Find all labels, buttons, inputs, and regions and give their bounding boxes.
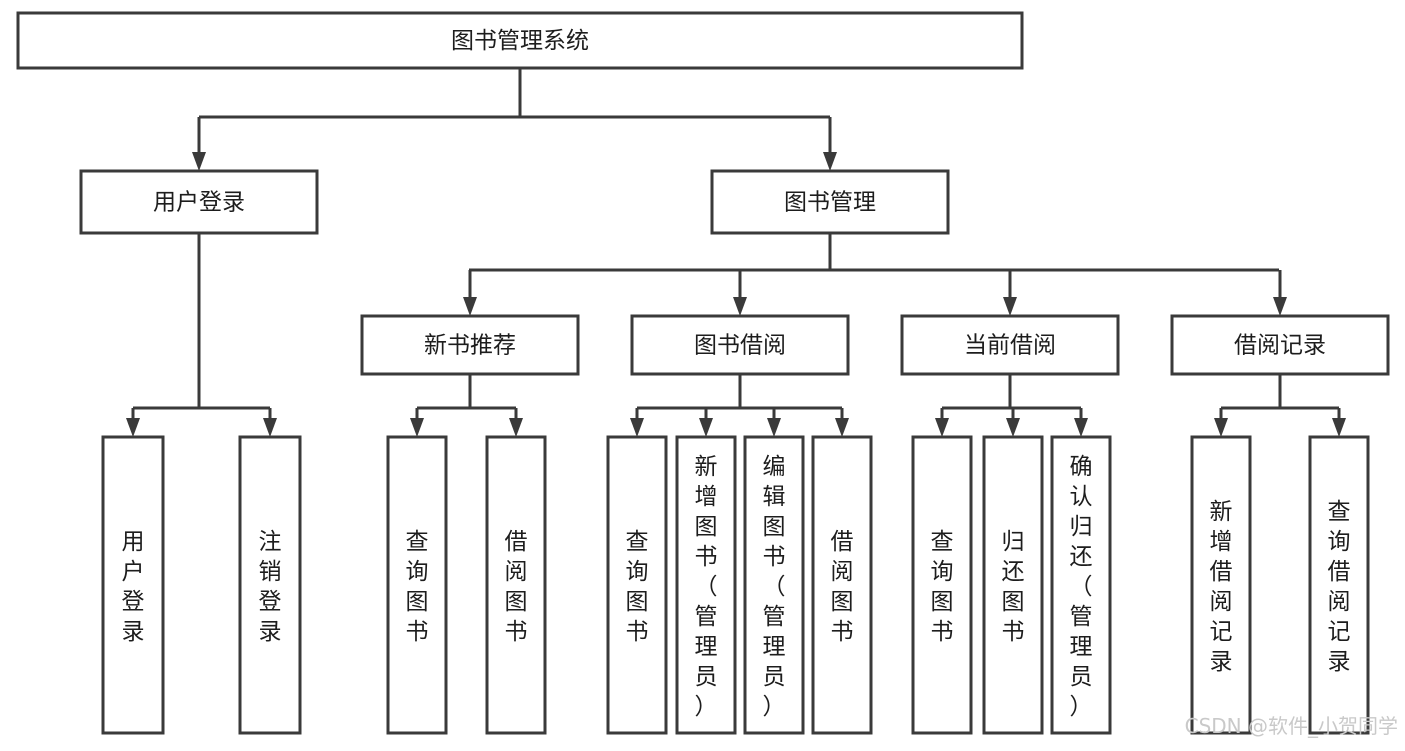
level3-arrow-current-borrow-head bbox=[1003, 297, 1017, 316]
node-new-book-rec[interactable]: 新书推荐 bbox=[360, 314, 580, 376]
node-book-manage[interactable]: 图书管理 bbox=[710, 169, 950, 235]
node-label-book-borrow: 图书借阅 bbox=[694, 333, 786, 359]
level3-arrow-borrow-record-head bbox=[1273, 297, 1287, 316]
node-leaf-query-record[interactable]: 查询借阅记录 bbox=[1308, 435, 1370, 735]
node-label-leaf-query-book-2: 查询图书 bbox=[626, 529, 649, 645]
leaf-arrow-leaf-query-book-2-head bbox=[630, 418, 644, 437]
node-box-leaf-confirm-return bbox=[1050, 435, 1112, 735]
node-box-leaf-query-book-2 bbox=[606, 435, 668, 735]
node-label-current-borrow: 当前借阅 bbox=[964, 333, 1056, 359]
leaf-arrow-leaf-query-book-1-head bbox=[410, 418, 424, 437]
node-label-leaf-query-record: 查询借阅记录 bbox=[1328, 499, 1351, 675]
node-label-leaf-add-book: 新增图书（管理员） bbox=[695, 454, 718, 720]
node-book-borrow[interactable]: 图书借阅 bbox=[630, 314, 850, 376]
leaf-arrow-leaf-logout-head bbox=[263, 418, 277, 437]
leaf-arrow-leaf-add-record-head bbox=[1214, 418, 1228, 437]
node-box-leaf-borrow-book-2 bbox=[811, 435, 873, 735]
node-label-leaf-add-record: 新增借阅记录 bbox=[1210, 499, 1233, 675]
node-leaf-query-book-3[interactable]: 查询图书 bbox=[911, 435, 973, 735]
node-leaf-query-book-1[interactable]: 查询图书 bbox=[386, 435, 448, 735]
node-label-leaf-borrow-book-1: 借阅图书 bbox=[505, 529, 528, 645]
node-box-user-login bbox=[79, 169, 319, 235]
node-leaf-confirm-return[interactable]: 确认归还（管理员） bbox=[1050, 435, 1112, 735]
node-box-leaf-user-login bbox=[101, 435, 165, 735]
node-current-borrow[interactable]: 当前借阅 bbox=[900, 314, 1120, 376]
node-user-login[interactable]: 用户登录 bbox=[79, 169, 319, 235]
node-label-leaf-return-book: 归还图书 bbox=[1002, 529, 1025, 645]
node-leaf-logout[interactable]: 注销登录 bbox=[238, 435, 302, 735]
leaf-arrow-leaf-add-book-head bbox=[699, 418, 713, 437]
leaf-arrow-leaf-confirm-return-head bbox=[1074, 418, 1088, 437]
level2-arrow-user-login-head bbox=[192, 152, 206, 171]
node-box-leaf-return-book bbox=[982, 435, 1044, 735]
node-label-leaf-query-book-3: 查询图书 bbox=[931, 529, 954, 645]
node-box-root bbox=[16, 11, 1024, 70]
node-label-leaf-logout: 注销登录 bbox=[259, 529, 282, 645]
node-box-leaf-query-book-3 bbox=[911, 435, 973, 735]
node-box-current-borrow bbox=[900, 314, 1120, 376]
leaf-arrow-leaf-query-book-3-head bbox=[935, 418, 949, 437]
node-leaf-borrow-book-1[interactable]: 借阅图书 bbox=[485, 435, 547, 735]
node-box-leaf-query-record bbox=[1308, 435, 1370, 735]
node-box-leaf-logout bbox=[238, 435, 302, 735]
node-leaf-add-record[interactable]: 新增借阅记录 bbox=[1190, 435, 1252, 735]
node-leaf-add-book[interactable]: 新增图书（管理员） bbox=[675, 435, 737, 735]
node-label-leaf-query-book-1: 查询图书 bbox=[406, 529, 429, 645]
node-label-root: 图书管理系统 bbox=[451, 28, 589, 54]
nodes-layer: 图书管理系统用户登录图书管理新书推荐图书借阅当前借阅借阅记录用户登录注销登录查询… bbox=[16, 11, 1390, 735]
level2-arrow-book-manage-head bbox=[823, 152, 837, 171]
node-leaf-query-book-2[interactable]: 查询图书 bbox=[606, 435, 668, 735]
leaf-arrow-leaf-return-book-head bbox=[1006, 418, 1020, 437]
node-label-user-login: 用户登录 bbox=[153, 190, 245, 216]
node-label-leaf-user-login: 用户登录 bbox=[122, 529, 145, 645]
leaf-arrow-leaf-borrow-book-2-head bbox=[835, 418, 849, 437]
node-box-leaf-query-book-1 bbox=[386, 435, 448, 735]
node-box-borrow-record bbox=[1170, 314, 1390, 376]
node-box-book-manage bbox=[710, 169, 950, 235]
node-label-leaf-confirm-return: 确认归还（管理员） bbox=[1070, 454, 1093, 720]
node-label-borrow-record: 借阅记录 bbox=[1234, 333, 1326, 359]
connectors-layer bbox=[126, 68, 1346, 437]
node-label-book-manage: 图书管理 bbox=[784, 190, 876, 216]
leaf-arrow-leaf-borrow-book-1-head bbox=[509, 418, 523, 437]
node-leaf-edit-book[interactable]: 编辑图书（管理员） bbox=[743, 435, 805, 735]
leaf-arrow-leaf-query-record-head bbox=[1332, 418, 1346, 437]
node-box-leaf-add-record bbox=[1190, 435, 1252, 735]
node-box-leaf-add-book bbox=[675, 435, 737, 735]
node-leaf-return-book[interactable]: 归还图书 bbox=[982, 435, 1044, 735]
csdn-watermark: CSDN @软件_小贺同学 bbox=[1185, 714, 1398, 738]
node-box-book-borrow bbox=[630, 314, 850, 376]
node-borrow-record[interactable]: 借阅记录 bbox=[1170, 314, 1390, 376]
node-label-new-book-rec: 新书推荐 bbox=[424, 333, 516, 359]
level3-arrow-book-borrow-head bbox=[733, 297, 747, 316]
node-box-leaf-edit-book bbox=[743, 435, 805, 735]
node-leaf-user-login[interactable]: 用户登录 bbox=[101, 435, 165, 735]
leaf-arrow-leaf-edit-book-head bbox=[767, 418, 781, 437]
node-root[interactable]: 图书管理系统 bbox=[16, 11, 1024, 70]
level3-arrow-new-book-rec-head bbox=[463, 297, 477, 316]
node-label-leaf-borrow-book-2: 借阅图书 bbox=[831, 529, 854, 645]
node-box-new-book-rec bbox=[360, 314, 580, 376]
leaf-arrow-leaf-user-login-head bbox=[126, 418, 140, 437]
node-label-leaf-edit-book: 编辑图书（管理员） bbox=[763, 454, 786, 720]
node-leaf-borrow-book-2[interactable]: 借阅图书 bbox=[811, 435, 873, 735]
node-box-leaf-borrow-book-1 bbox=[485, 435, 547, 735]
